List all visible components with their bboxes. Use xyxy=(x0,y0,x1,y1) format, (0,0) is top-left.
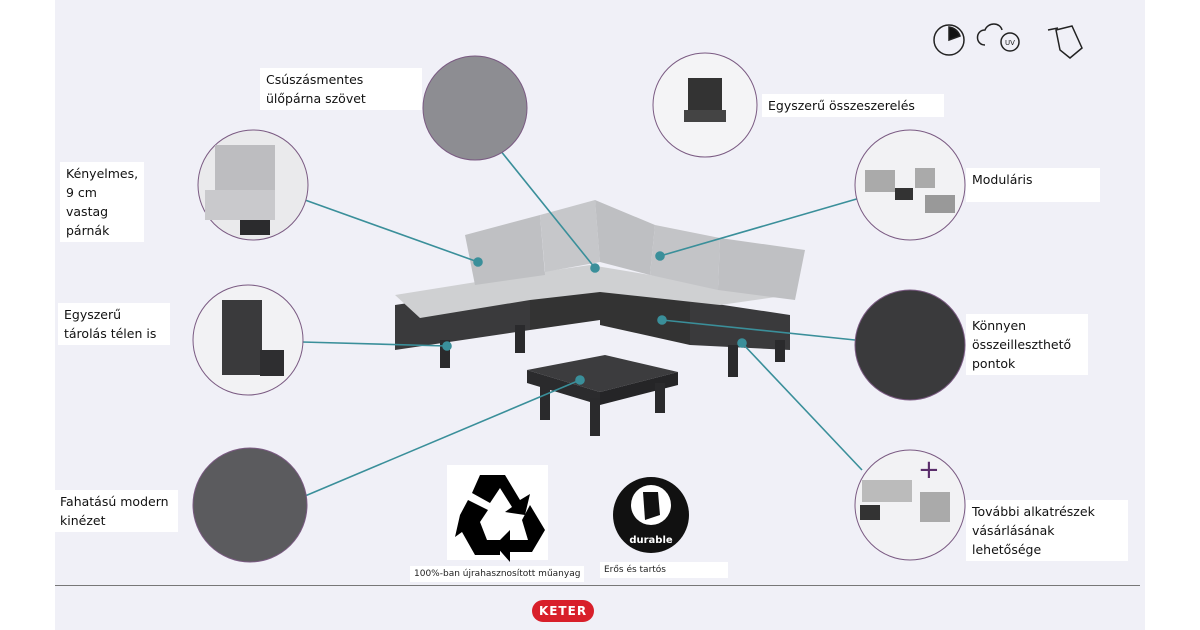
plus-icon: + xyxy=(918,455,940,485)
callout-lines xyxy=(301,149,863,497)
feature-modular-label: Moduláris xyxy=(966,168,1100,202)
divider xyxy=(55,585,1140,586)
feature-assembly-label: Egyszerű összeszerelés xyxy=(762,94,944,117)
top-feature-icons xyxy=(933,23,1083,59)
joints-detail-image xyxy=(854,289,966,401)
feature-storage-label: Egyszerű tárolás télen is xyxy=(58,303,170,345)
weather-uv-icon xyxy=(976,23,1003,46)
fabric-detail-image xyxy=(422,55,528,161)
feature-joints-label: Könnyen összeilleszthető pontok xyxy=(966,314,1088,375)
recycled-caption: 100%-ban újrahasznosított műanyag xyxy=(410,566,585,582)
uv-text: UV xyxy=(1005,39,1015,47)
sofa-set xyxy=(395,200,805,436)
durable-caption: Erős és tartós xyxy=(600,562,728,578)
feature-extras-label: További alkatrészek vásárlásának lehetős… xyxy=(966,500,1128,561)
timer-icon xyxy=(933,24,965,56)
extras-detail-image xyxy=(854,449,966,561)
easy-clean-icon xyxy=(1055,25,1083,59)
recycle-icon xyxy=(455,475,545,562)
feature-wood-look-label: Fahatású modern kinézet xyxy=(54,490,178,532)
feature-cushions-label: Kényelmes, 9 cm vastag párnák xyxy=(60,162,144,242)
durable-logo-text: durable xyxy=(629,535,673,546)
feature-fabric-label: Csúszásmentes ülőpárna szövet xyxy=(260,68,422,110)
wood-texture-image xyxy=(192,447,308,563)
keter-logo: KETER xyxy=(532,600,594,622)
